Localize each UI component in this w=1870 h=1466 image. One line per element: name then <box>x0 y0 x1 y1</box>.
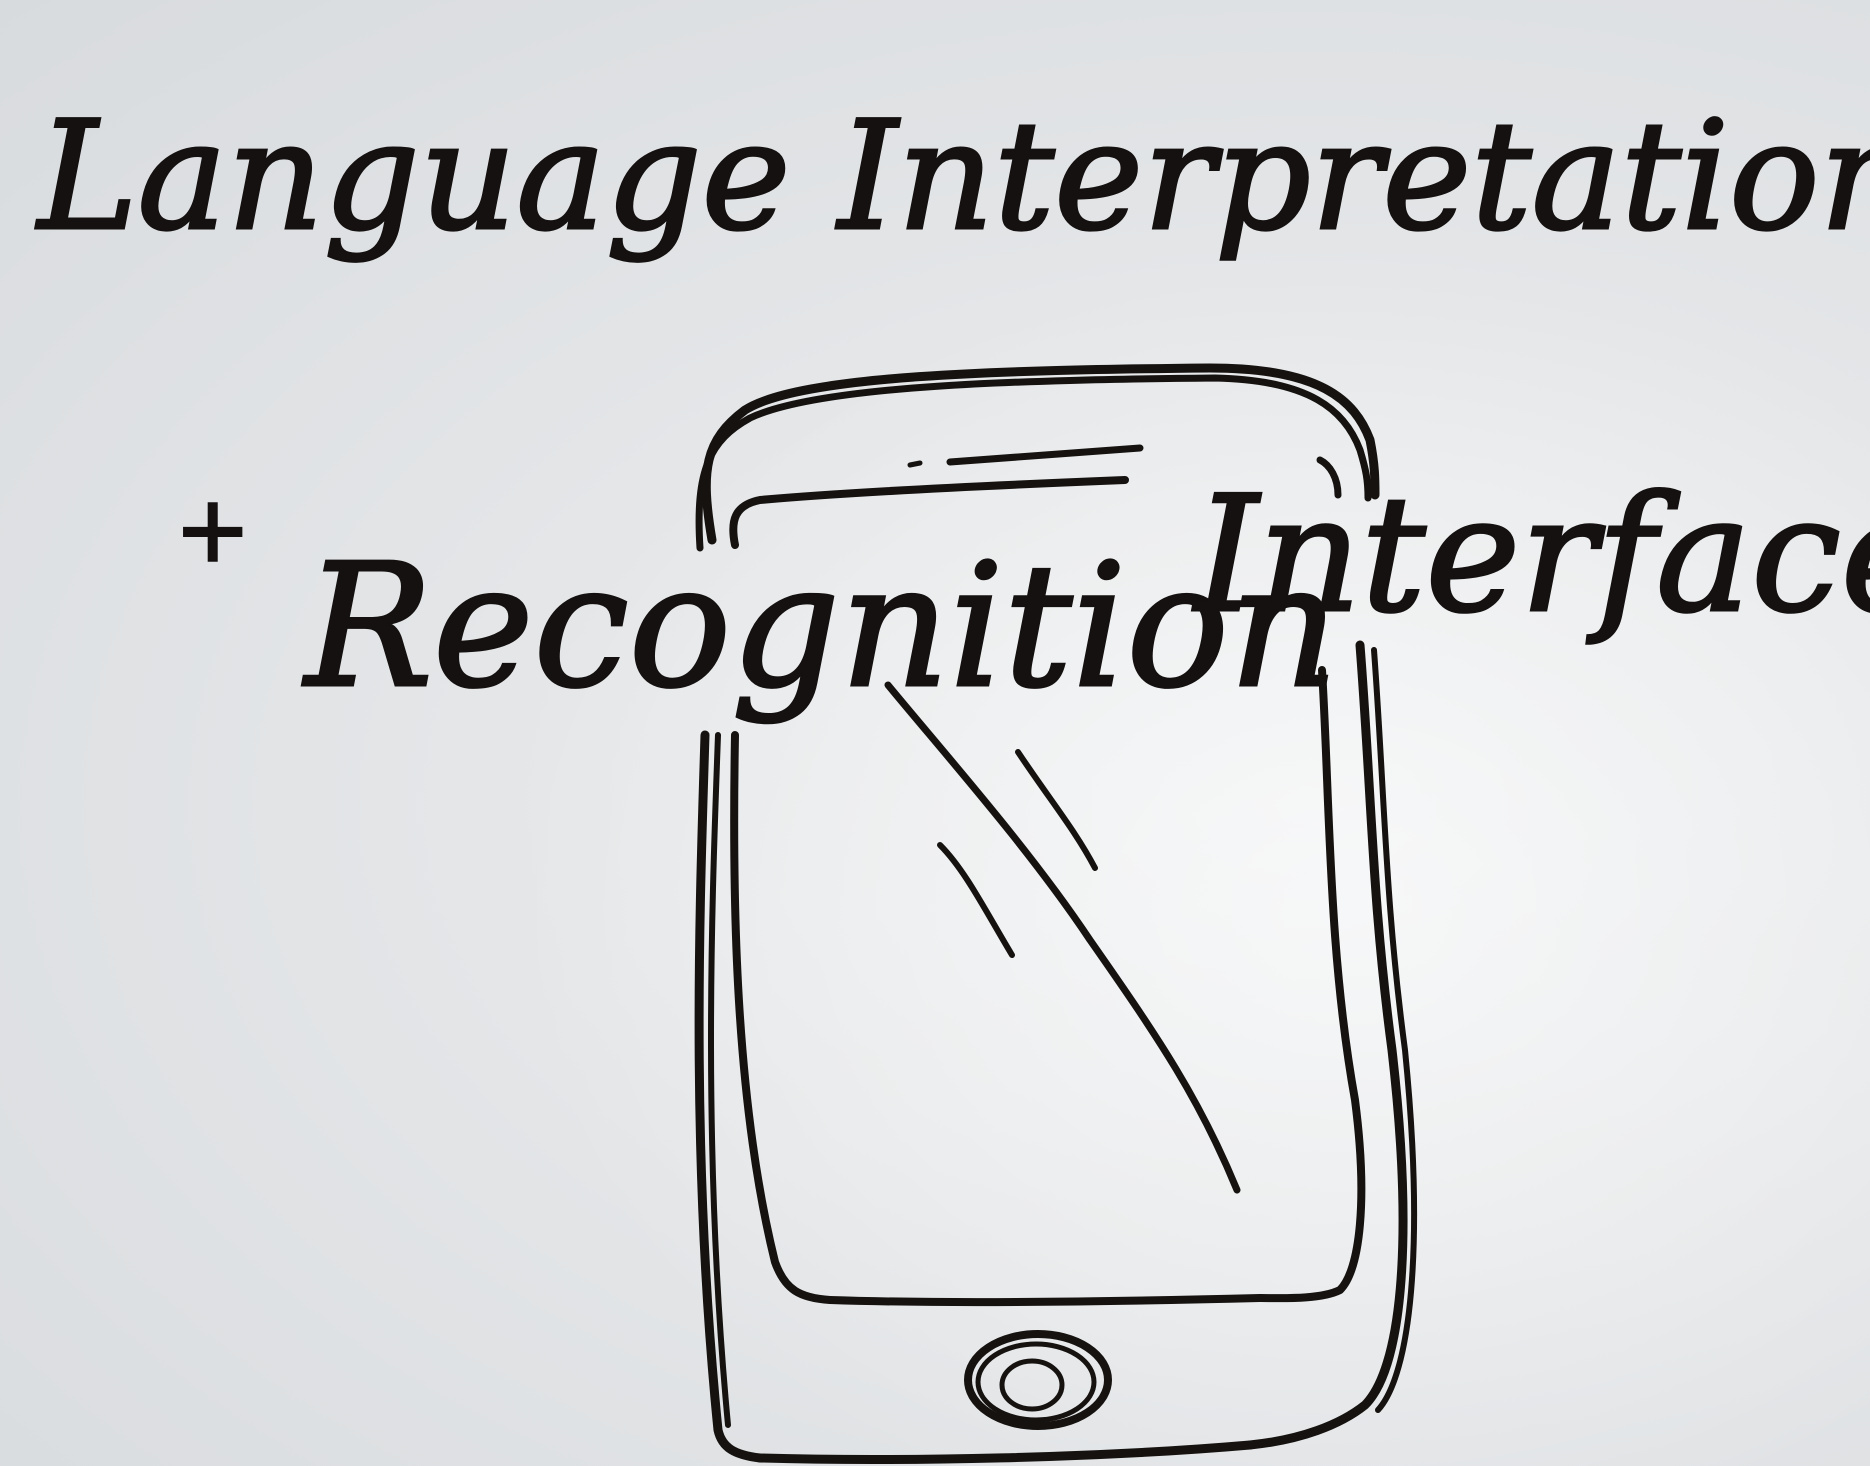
screen-glare-icon <box>884 681 1241 1194</box>
screen-top-edge <box>729 476 1129 549</box>
tablet-outer-right <box>1245 640 1408 1450</box>
glare-long-stroke <box>884 681 1241 1194</box>
tablet-outer-right-inner-stroke <box>1371 647 1418 1413</box>
screen-bottom-edge <box>826 1294 1264 1307</box>
screen-right-edge <box>1256 666 1366 1303</box>
home-button-outer-ring <box>964 1330 1112 1430</box>
recognition-text: Recognition <box>302 528 1338 726</box>
heading-text: Language Interpretation <box>35 90 1870 264</box>
tablet-outer-left-inner-stroke <box>708 732 731 1428</box>
glare-short-stroke-right <box>1015 749 1098 871</box>
screen-top-edge-second <box>946 444 1144 466</box>
glare-short-stroke-left <box>937 842 1015 958</box>
tablet-outer-top-inner-stroke <box>695 374 1372 552</box>
screen-left-edge <box>730 731 834 1304</box>
screen-top-dot <box>907 460 923 468</box>
home-button-inner-ring <box>999 1358 1065 1412</box>
tablet-outer-bottom <box>755 1440 1255 1464</box>
tablet-device-icon <box>694 363 1418 1464</box>
screen-top-right-corner <box>1316 456 1342 499</box>
interface-text: Interface <box>1192 461 1870 648</box>
tablet-outer-top <box>701 363 1380 545</box>
tablet-outer-left <box>694 730 765 1463</box>
plus-sign: + <box>175 477 250 582</box>
home-button-second-ring <box>975 1341 1097 1423</box>
home-button-icon <box>964 1330 1112 1430</box>
